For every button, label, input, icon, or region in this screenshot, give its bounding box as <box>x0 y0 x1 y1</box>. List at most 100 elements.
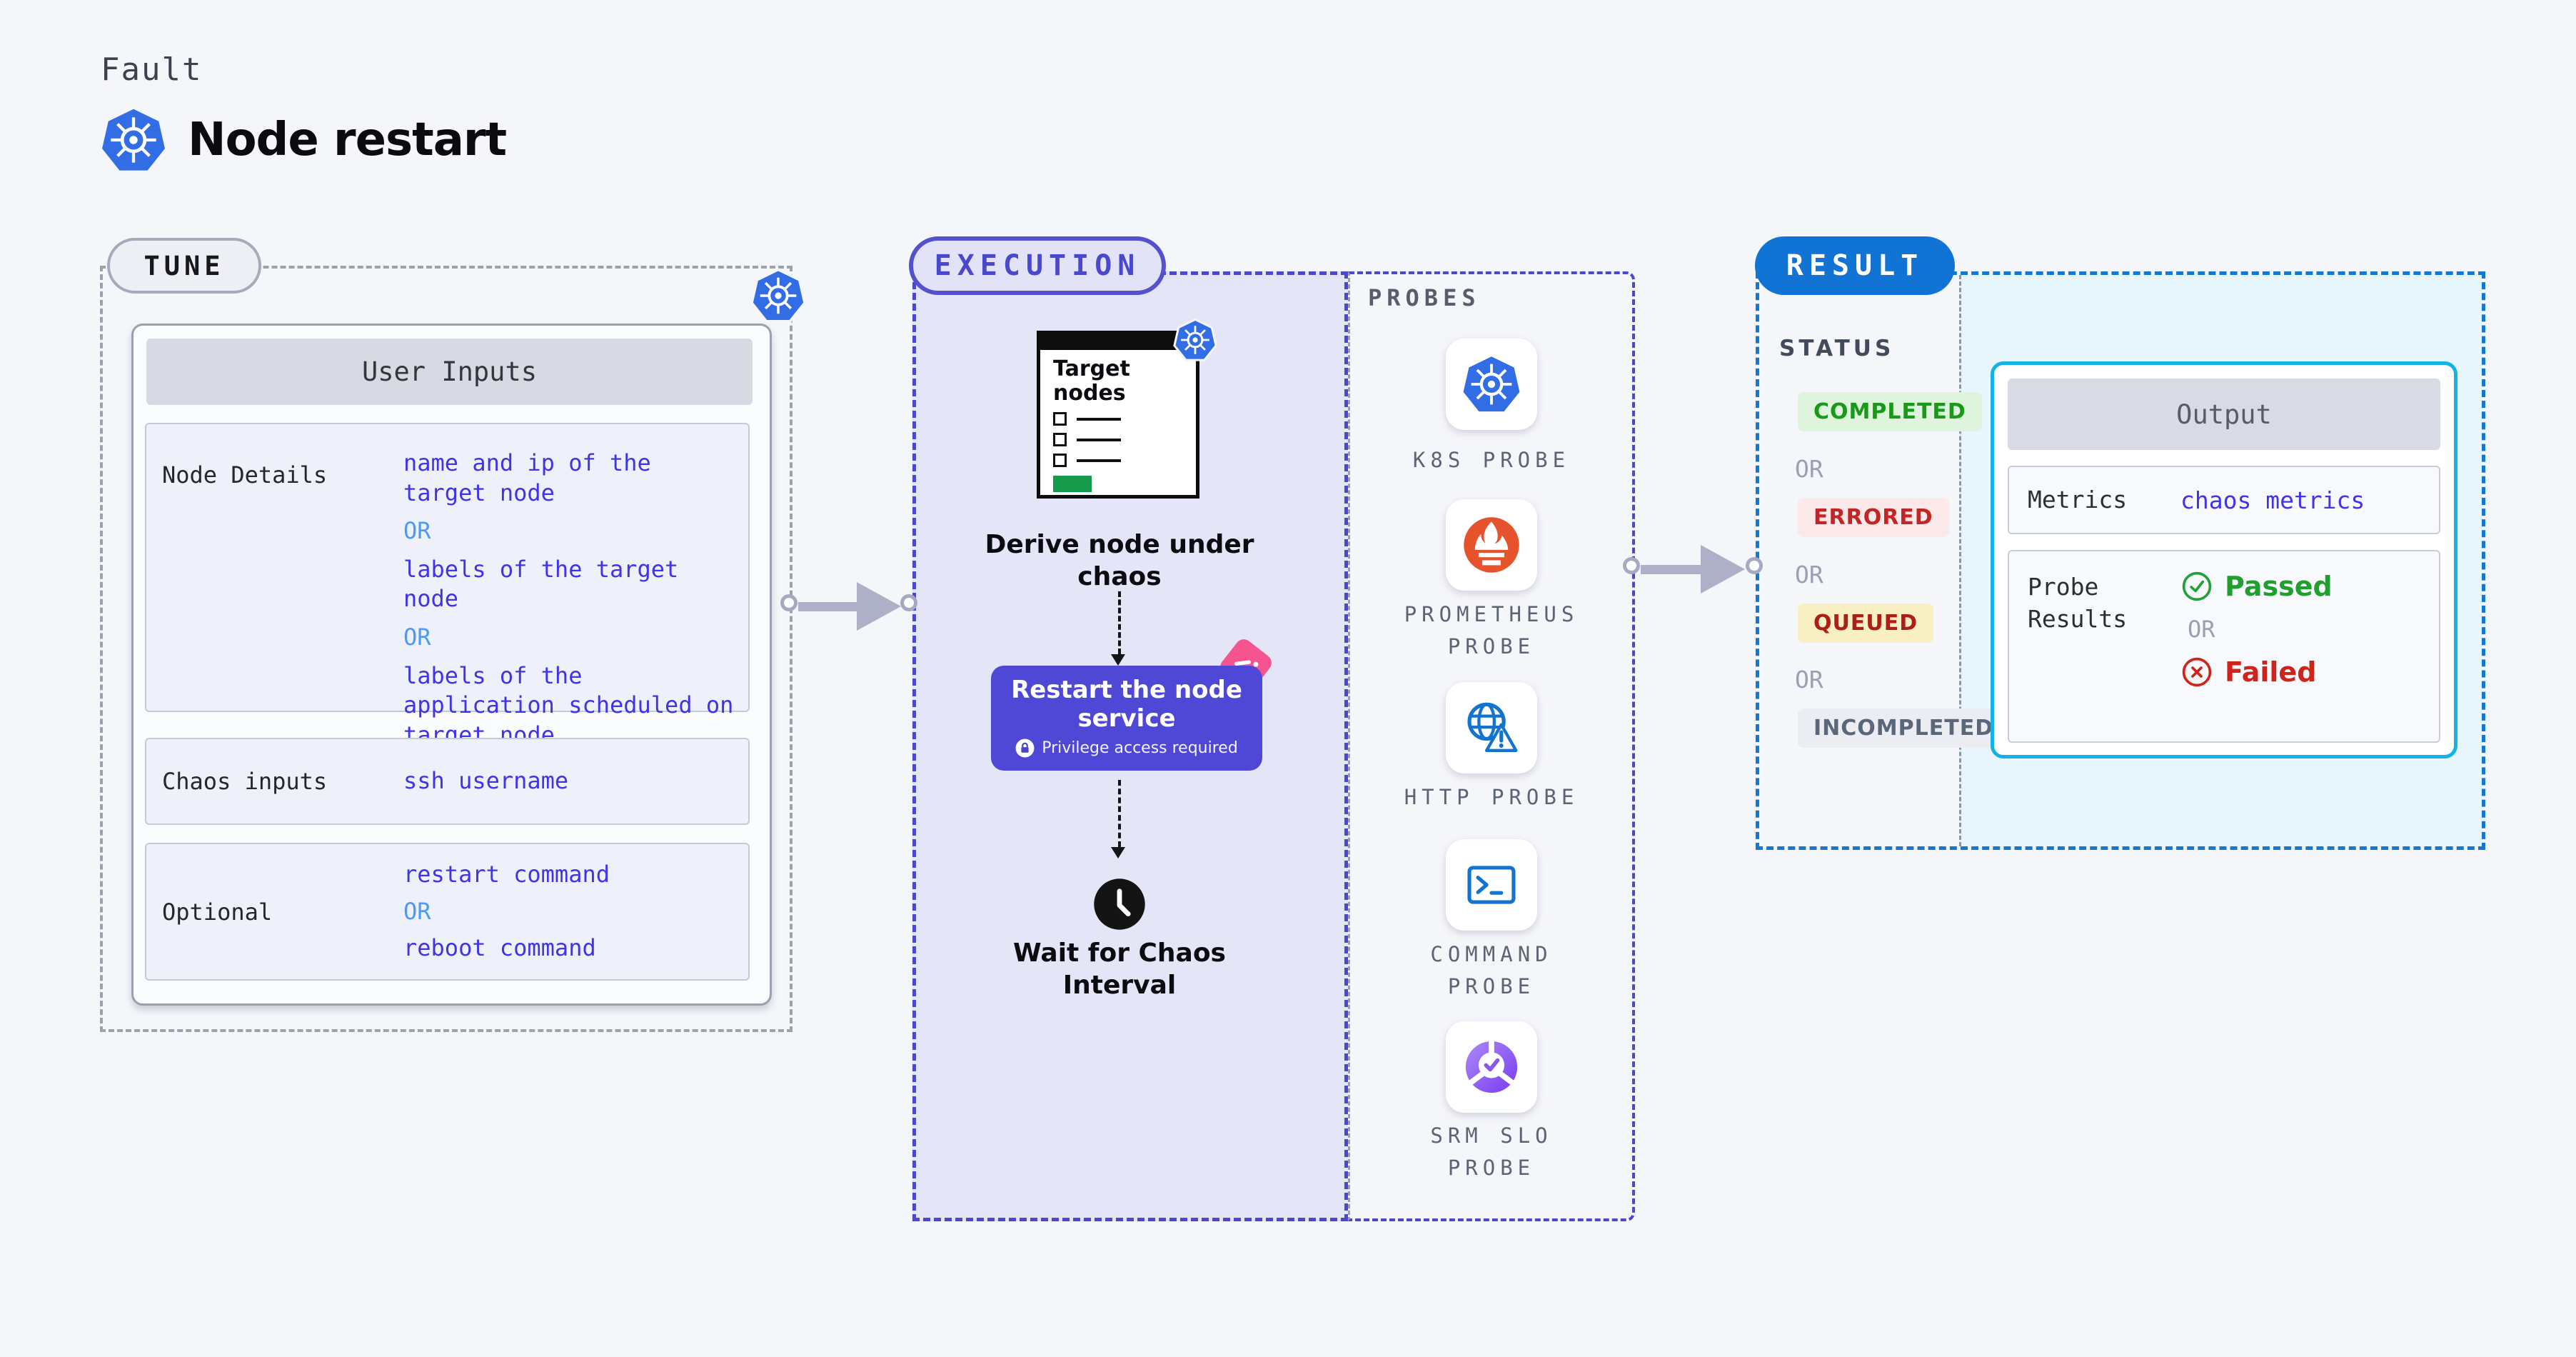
passed-label: Passed <box>2225 571 2333 602</box>
passed-item: Passed <box>2180 570 2333 603</box>
status-badge-incompleted: INCOMPLETED <box>1798 708 2010 748</box>
k8s-probe-card <box>1446 339 1537 430</box>
input-value: ssh username <box>403 767 569 795</box>
kubernetes-icon <box>99 106 168 174</box>
status-heading: STATUS <box>1779 336 1895 361</box>
connector-port <box>1746 557 1763 574</box>
or-separator: OR <box>403 623 431 651</box>
globe-warning-icon <box>1461 697 1522 758</box>
privilege-note-label: Privilege access required <box>1042 739 1238 758</box>
checkbox-icon <box>1053 412 1067 426</box>
probes-section-box <box>1348 271 1635 1221</box>
checkbox-icon <box>1053 454 1067 468</box>
derive-node-label: Derive node under chaos <box>985 530 1254 591</box>
srm-slo-probe-card <box>1446 1021 1537 1113</box>
target-nodes-label: Target nodes <box>1053 356 1130 406</box>
row-label: Optional <box>162 898 273 926</box>
input-value: labels of the application scheduled on t… <box>403 661 734 748</box>
lock-icon <box>1015 738 1035 758</box>
kubernetes-icon <box>1461 354 1522 415</box>
row-label: Chaos inputs <box>162 768 328 795</box>
status-badge-errored: ERRORED <box>1798 498 1949 537</box>
arrow-head-icon <box>1111 654 1125 666</box>
probe-label: PROMETHEUS PROBE <box>1404 602 1579 659</box>
status-badge-completed: COMPLETED <box>1798 392 1982 431</box>
or-separator: OR <box>1795 455 1823 483</box>
optional-row: Optional restart command OR reboot comma… <box>145 843 750 981</box>
tune-pill: TUNE <box>107 238 261 294</box>
or-separator: OR <box>403 517 431 545</box>
target-nodes-card: Target nodes <box>1037 331 1199 499</box>
restart-node-service-step: Restart the node service Privilege acces… <box>991 666 1262 771</box>
or-separator: OR <box>1795 666 1823 693</box>
status-badge-queued: QUEUED <box>1798 604 1934 643</box>
connector-port <box>900 594 917 611</box>
probe-label: K8S PROBE <box>1412 448 1571 472</box>
terminal-icon <box>1461 854 1522 916</box>
x-circle-icon <box>2180 656 2213 688</box>
failed-item: Failed <box>2180 656 2333 688</box>
tune-section-box <box>100 266 793 1032</box>
metrics-label: Metrics <box>2028 485 2128 514</box>
row-values: ssh username <box>403 766 735 796</box>
flow-connector <box>1118 780 1121 847</box>
line <box>1077 438 1121 441</box>
node-list-item <box>1053 433 1196 447</box>
prometheus-probe-card <box>1446 499 1537 591</box>
progress-bar <box>1053 476 1092 493</box>
row-values: name and ip of the target node OR labels… <box>403 424 735 748</box>
metrics-value: chaos metrics <box>2180 486 2365 514</box>
step-title: Restart the node service <box>1011 676 1242 733</box>
chaos-inputs-row: Chaos inputs ssh username <box>145 738 750 825</box>
input-value: name and ip of the target node <box>403 449 651 506</box>
node-details-row: Node Details name and ip of the target n… <box>145 423 750 748</box>
connector-port <box>780 594 798 611</box>
fault-kicker: Fault <box>101 51 203 88</box>
clock-icon <box>1092 877 1147 931</box>
arrow-line <box>798 602 864 611</box>
failed-label: Failed <box>2225 656 2317 688</box>
checkbox-icon <box>1053 433 1067 447</box>
card-title-bar <box>1040 334 1196 350</box>
probe-results-label: Probe Results <box>2028 573 2128 633</box>
or-separator: OR <box>2188 616 2215 643</box>
user-inputs-header: User Inputs <box>146 339 753 405</box>
input-value: labels of the target node <box>403 555 679 613</box>
kubernetes-icon <box>745 263 811 329</box>
output-header: Output <box>2008 379 2440 450</box>
probe-label: SRM SLO PROBE <box>1430 1123 1553 1180</box>
line <box>1077 459 1121 462</box>
arrow-head-icon <box>857 582 901 631</box>
command-probe-card <box>1446 839 1537 931</box>
http-probe-card <box>1446 682 1537 773</box>
privilege-note: Privilege access required <box>991 738 1262 758</box>
page-title-row: Node restart <box>99 106 507 174</box>
divider <box>1959 275 1961 846</box>
arrow-line <box>1641 565 1708 574</box>
row-values: restart command OR reboot command <box>403 848 735 975</box>
connector-port <box>1623 557 1640 574</box>
kubernetes-icon <box>1169 314 1221 366</box>
probe-results-row: Probe Results Passed OR Failed <box>2008 550 2440 743</box>
probes-heading: PROBES <box>1368 284 1481 311</box>
metrics-row: Metrics chaos metrics <box>2008 466 2440 534</box>
page-title: Node restart <box>188 114 507 166</box>
line <box>1077 417 1121 421</box>
result-pill: RESULT <box>1755 236 1955 295</box>
or-separator: OR <box>1795 561 1823 589</box>
slo-donut-check-icon <box>1461 1036 1522 1098</box>
probe-label: COMMAND PROBE <box>1430 942 1553 998</box>
arrow-head-icon <box>1701 545 1745 594</box>
node-list-item <box>1053 454 1196 468</box>
node-list-item <box>1053 412 1196 426</box>
wait-chaos-interval-label: Wait for Chaos Interval <box>1013 938 1226 1000</box>
check-circle-icon <box>2180 570 2213 603</box>
arrow-head-icon <box>1111 847 1125 858</box>
row-label: Node Details <box>162 461 328 489</box>
probe-results-values: Passed OR Failed <box>2180 551 2333 741</box>
input-value: reboot command <box>403 934 596 962</box>
flow-connector <box>1118 591 1121 654</box>
execution-pill: EXECUTION <box>909 236 1166 295</box>
probe-label: HTTP PROBE <box>1404 785 1579 809</box>
